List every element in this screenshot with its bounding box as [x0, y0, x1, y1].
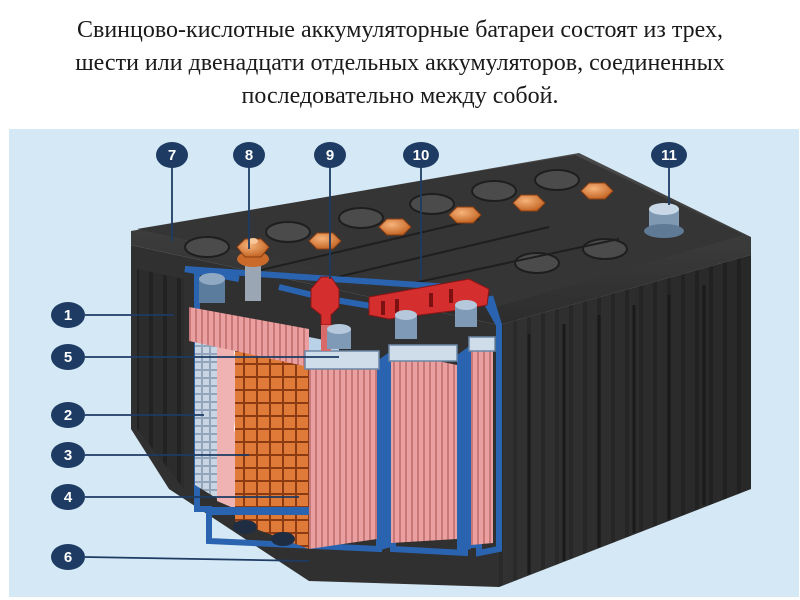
svg-text:9: 9 — [326, 147, 334, 164]
title-line-1: Свинцово-кислотные аккумуляторные батаре… — [77, 17, 723, 43]
svg-text:4: 4 — [64, 489, 73, 506]
cell-sections — [184, 266, 502, 557]
badge-7: 7 — [156, 142, 188, 168]
svg-text:11: 11 — [661, 147, 677, 164]
cell-connector-9 — [310, 276, 351, 351]
cell-nuts — [308, 182, 614, 250]
title-line-3: последовательно между собой. — [241, 83, 559, 109]
svg-text:3: 3 — [64, 447, 72, 464]
badge-8: 8 — [233, 142, 265, 168]
terminal-nut-8 — [236, 238, 270, 301]
svg-text:5: 5 — [64, 349, 72, 366]
badge-11: 11 — [651, 142, 687, 168]
battery-cutaway-diagram: 7 8 9 10 11 1 5 2 3 4 6 — [9, 129, 799, 597]
cell-2-plates — [391, 351, 457, 543]
separator — [195, 325, 221, 501]
badge-5: 5 — [51, 344, 85, 370]
svg-text:2: 2 — [64, 407, 72, 424]
badge-9: 9 — [314, 142, 346, 168]
svg-text:1: 1 — [64, 307, 72, 324]
badge-2: 2 — [51, 402, 85, 428]
slide-title: Свинцово-кислотные аккумуляторные батаре… — [0, 14, 800, 113]
badge-10: 10 — [403, 142, 439, 168]
title-line-2: шести или двенадцати отдельных аккумулят… — [75, 50, 725, 76]
cell-1-plates — [309, 351, 377, 549]
cell-3-plates — [471, 341, 493, 545]
svg-text:7: 7 — [168, 147, 176, 164]
svg-text:10: 10 — [413, 147, 430, 164]
svg-text:6: 6 — [64, 549, 72, 566]
cell-connector-10 — [368, 278, 490, 339]
svg-text:8: 8 — [245, 147, 253, 164]
post-cap-left — [199, 273, 225, 303]
badge-6: 6 — [51, 544, 85, 570]
badge-3: 3 — [51, 442, 85, 468]
badge-4: 4 — [51, 484, 85, 510]
positive-plate-grid — [235, 343, 309, 549]
terminal-cap-11 — [644, 203, 684, 238]
badge-1: 1 — [51, 302, 85, 328]
